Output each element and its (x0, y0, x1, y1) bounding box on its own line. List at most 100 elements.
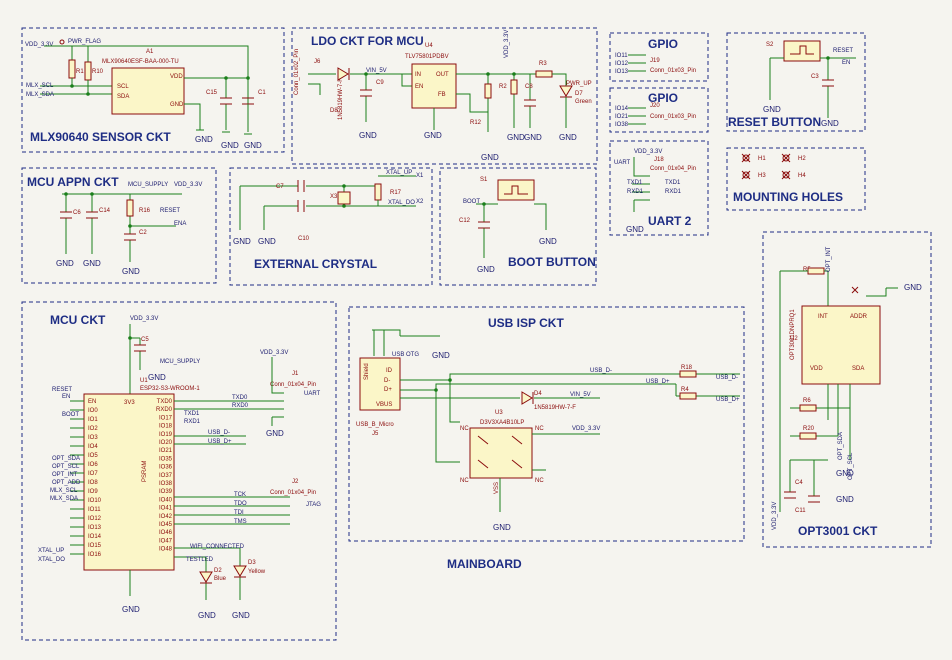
svg-text:RXD1: RXD1 (627, 189, 644, 195)
svg-text:R20: R20 (803, 426, 815, 432)
svg-text:WIFI_CONNECTED: WIFI_CONNECTED (190, 544, 245, 550)
uart2-title: UART 2 (648, 214, 692, 228)
esp32-right-pin-list: TXD0RXD0IO17IO18IO19IO20IO21IO35IO36IO37… (156, 399, 173, 553)
external-crystal-block (229, 167, 433, 286)
svg-text:OPT_INT: OPT_INT (52, 472, 78, 478)
svg-text:TXD1: TXD1 (627, 180, 643, 186)
mcu-appn-block (21, 167, 217, 284)
boot-button-block (439, 167, 597, 286)
svg-text:ID: ID (386, 368, 393, 374)
svg-text:D7: D7 (575, 91, 583, 97)
svg-text:VDD_3.3V: VDD_3.3V (772, 502, 778, 530)
usb-micro-connector (359, 357, 401, 411)
svg-text:C1: C1 (258, 90, 266, 96)
svg-text:OPT3001DNPRQ1: OPT3001DNPRQ1 (790, 309, 796, 360)
svg-text:J5: J5 (372, 431, 379, 437)
esp32-left-pin-label: IO11 (88, 507, 101, 513)
esp32-left-pin-label: IO1 (88, 417, 98, 423)
svg-text:MLX_SCL: MLX_SCL (26, 83, 54, 89)
esp32-right-pin-label: IO47 (159, 538, 173, 544)
svg-text:FB: FB (438, 92, 446, 98)
svg-text:VDD_3.3V: VDD_3.3V (504, 30, 510, 58)
mounting-holes: H1 H2 H3 H4 (741, 153, 806, 180)
esp32-left-pin-label: IO2 (88, 426, 98, 432)
svg-text:GND: GND (148, 373, 166, 382)
svg-text:D2: D2 (214, 568, 222, 574)
uart2-circuit: VDD_3.3V UART J18 Conn_01x04_Pin TXD1 RX… (614, 149, 696, 234)
svg-text:TXD1: TXD1 (665, 180, 681, 186)
svg-text:USB_D-: USB_D- (208, 430, 230, 436)
svg-text:USB_B_Micro: USB_B_Micro (356, 422, 394, 428)
ldo-circuit: Conn_01x02_Pin J6 1N5819HW-7-F D8 VIN_5V… (294, 30, 592, 162)
esp32-right-pin-label: IO41 (159, 506, 173, 512)
svg-text:GND: GND (195, 135, 213, 144)
svg-text:C12: C12 (459, 218, 471, 224)
svg-text:GND: GND (763, 105, 781, 114)
svg-text:Yellow: Yellow (248, 569, 266, 575)
svg-text:VDD_3.3V: VDD_3.3V (572, 426, 600, 432)
crystal-title: EXTERNAL CRYSTAL (254, 257, 377, 271)
svg-text:S1: S1 (480, 177, 488, 183)
svg-text:GND: GND (244, 141, 262, 150)
svg-text:D4: D4 (534, 391, 542, 397)
esp32-right-pin-label: IO42 (159, 514, 173, 520)
svg-text:C14: C14 (99, 208, 111, 214)
esp32-right-pin-label: IO35 (159, 456, 173, 462)
svg-text:GND: GND (904, 283, 922, 292)
svg-text:IN: IN (415, 72, 421, 78)
svg-text:VBUS: VBUS (376, 402, 392, 408)
svg-text:SCL: SCL (117, 84, 129, 90)
esp32-right-pin-label: TXD0 (157, 399, 173, 405)
gpio-block-2 (609, 87, 709, 133)
svg-text:GND: GND (432, 351, 450, 360)
svg-text:PSRAM: PSRAM (142, 461, 148, 482)
svg-text:UART: UART (614, 160, 631, 166)
svg-text:GND: GND (233, 237, 251, 246)
svg-text:MCU_SUPPLY: MCU_SUPPLY (128, 182, 168, 188)
svg-text:MLX_SDA: MLX_SDA (50, 496, 78, 502)
svg-text:VDD_3.3V: VDD_3.3V (260, 350, 288, 356)
svg-text:USB_D+: USB_D+ (646, 379, 670, 385)
esp32-right-pin-label: IO48 (159, 547, 173, 553)
svg-text:USB_D+: USB_D+ (208, 439, 232, 445)
esp32-right-pin-label: IO17 (159, 415, 173, 421)
gpio-title-1: GPIO (648, 37, 678, 51)
gpio-title-2: GPIO (648, 91, 678, 105)
usb-isp-block (348, 306, 745, 542)
svg-text:OPT_SCL: OPT_SCL (848, 452, 854, 480)
svg-text:NC: NC (535, 426, 544, 432)
svg-text:X1: X1 (416, 173, 424, 179)
opt-title: OPT3001 CKT (798, 524, 878, 538)
svg-text:Conn_01x03_Pin: Conn_01x03_Pin (650, 114, 696, 120)
esp32-right-pin-label: IO40 (159, 497, 173, 503)
svg-text:BOOT: BOOT (62, 412, 79, 418)
svg-text:GND: GND (198, 611, 216, 620)
svg-text:GND: GND (493, 523, 511, 532)
svg-text:OPT_SDA: OPT_SDA (838, 432, 844, 460)
svg-text:IO13: IO13 (615, 69, 629, 75)
svg-text:GND: GND (424, 131, 442, 140)
ldo-block-title: LDO CKT FOR MCU (311, 34, 424, 48)
svg-text:VDD: VDD (810, 366, 823, 372)
svg-text:D8: D8 (330, 108, 338, 114)
svg-text:ESP32-S3-WROOM-1: ESP32-S3-WROOM-1 (140, 386, 200, 392)
svg-text:VIN_5V: VIN_5V (366, 68, 387, 74)
svg-text:D3V3XA4B10LP: D3V3XA4B10LP (480, 420, 524, 426)
svg-text:IO38: IO38 (615, 122, 629, 128)
esp32-left-pin-label: IO13 (88, 525, 102, 531)
svg-text:GND: GND (481, 153, 499, 162)
svg-text:EN: EN (415, 84, 423, 90)
reset-block-title: RESET BUTTON (728, 115, 821, 129)
usb-isp-circuit: USB OTG GND Shield ID D- D+ VBUS USB_B_M… (356, 329, 740, 532)
svg-text:NC: NC (535, 478, 544, 484)
svg-text:TLV75801PDBV: TLV75801PDBV (405, 54, 449, 60)
svg-text:Shield: Shield (364, 363, 370, 380)
svg-text:TMS: TMS (234, 519, 247, 525)
svg-text:EN: EN (842, 60, 850, 66)
svg-text:GND: GND (258, 237, 276, 246)
boot-switch (497, 179, 535, 201)
svg-text:GND: GND (559, 133, 577, 142)
svg-text:J20: J20 (650, 103, 660, 109)
esp32-left-pin-label: IO15 (88, 543, 102, 549)
esp32-right-pin-label: IO39 (159, 489, 173, 495)
